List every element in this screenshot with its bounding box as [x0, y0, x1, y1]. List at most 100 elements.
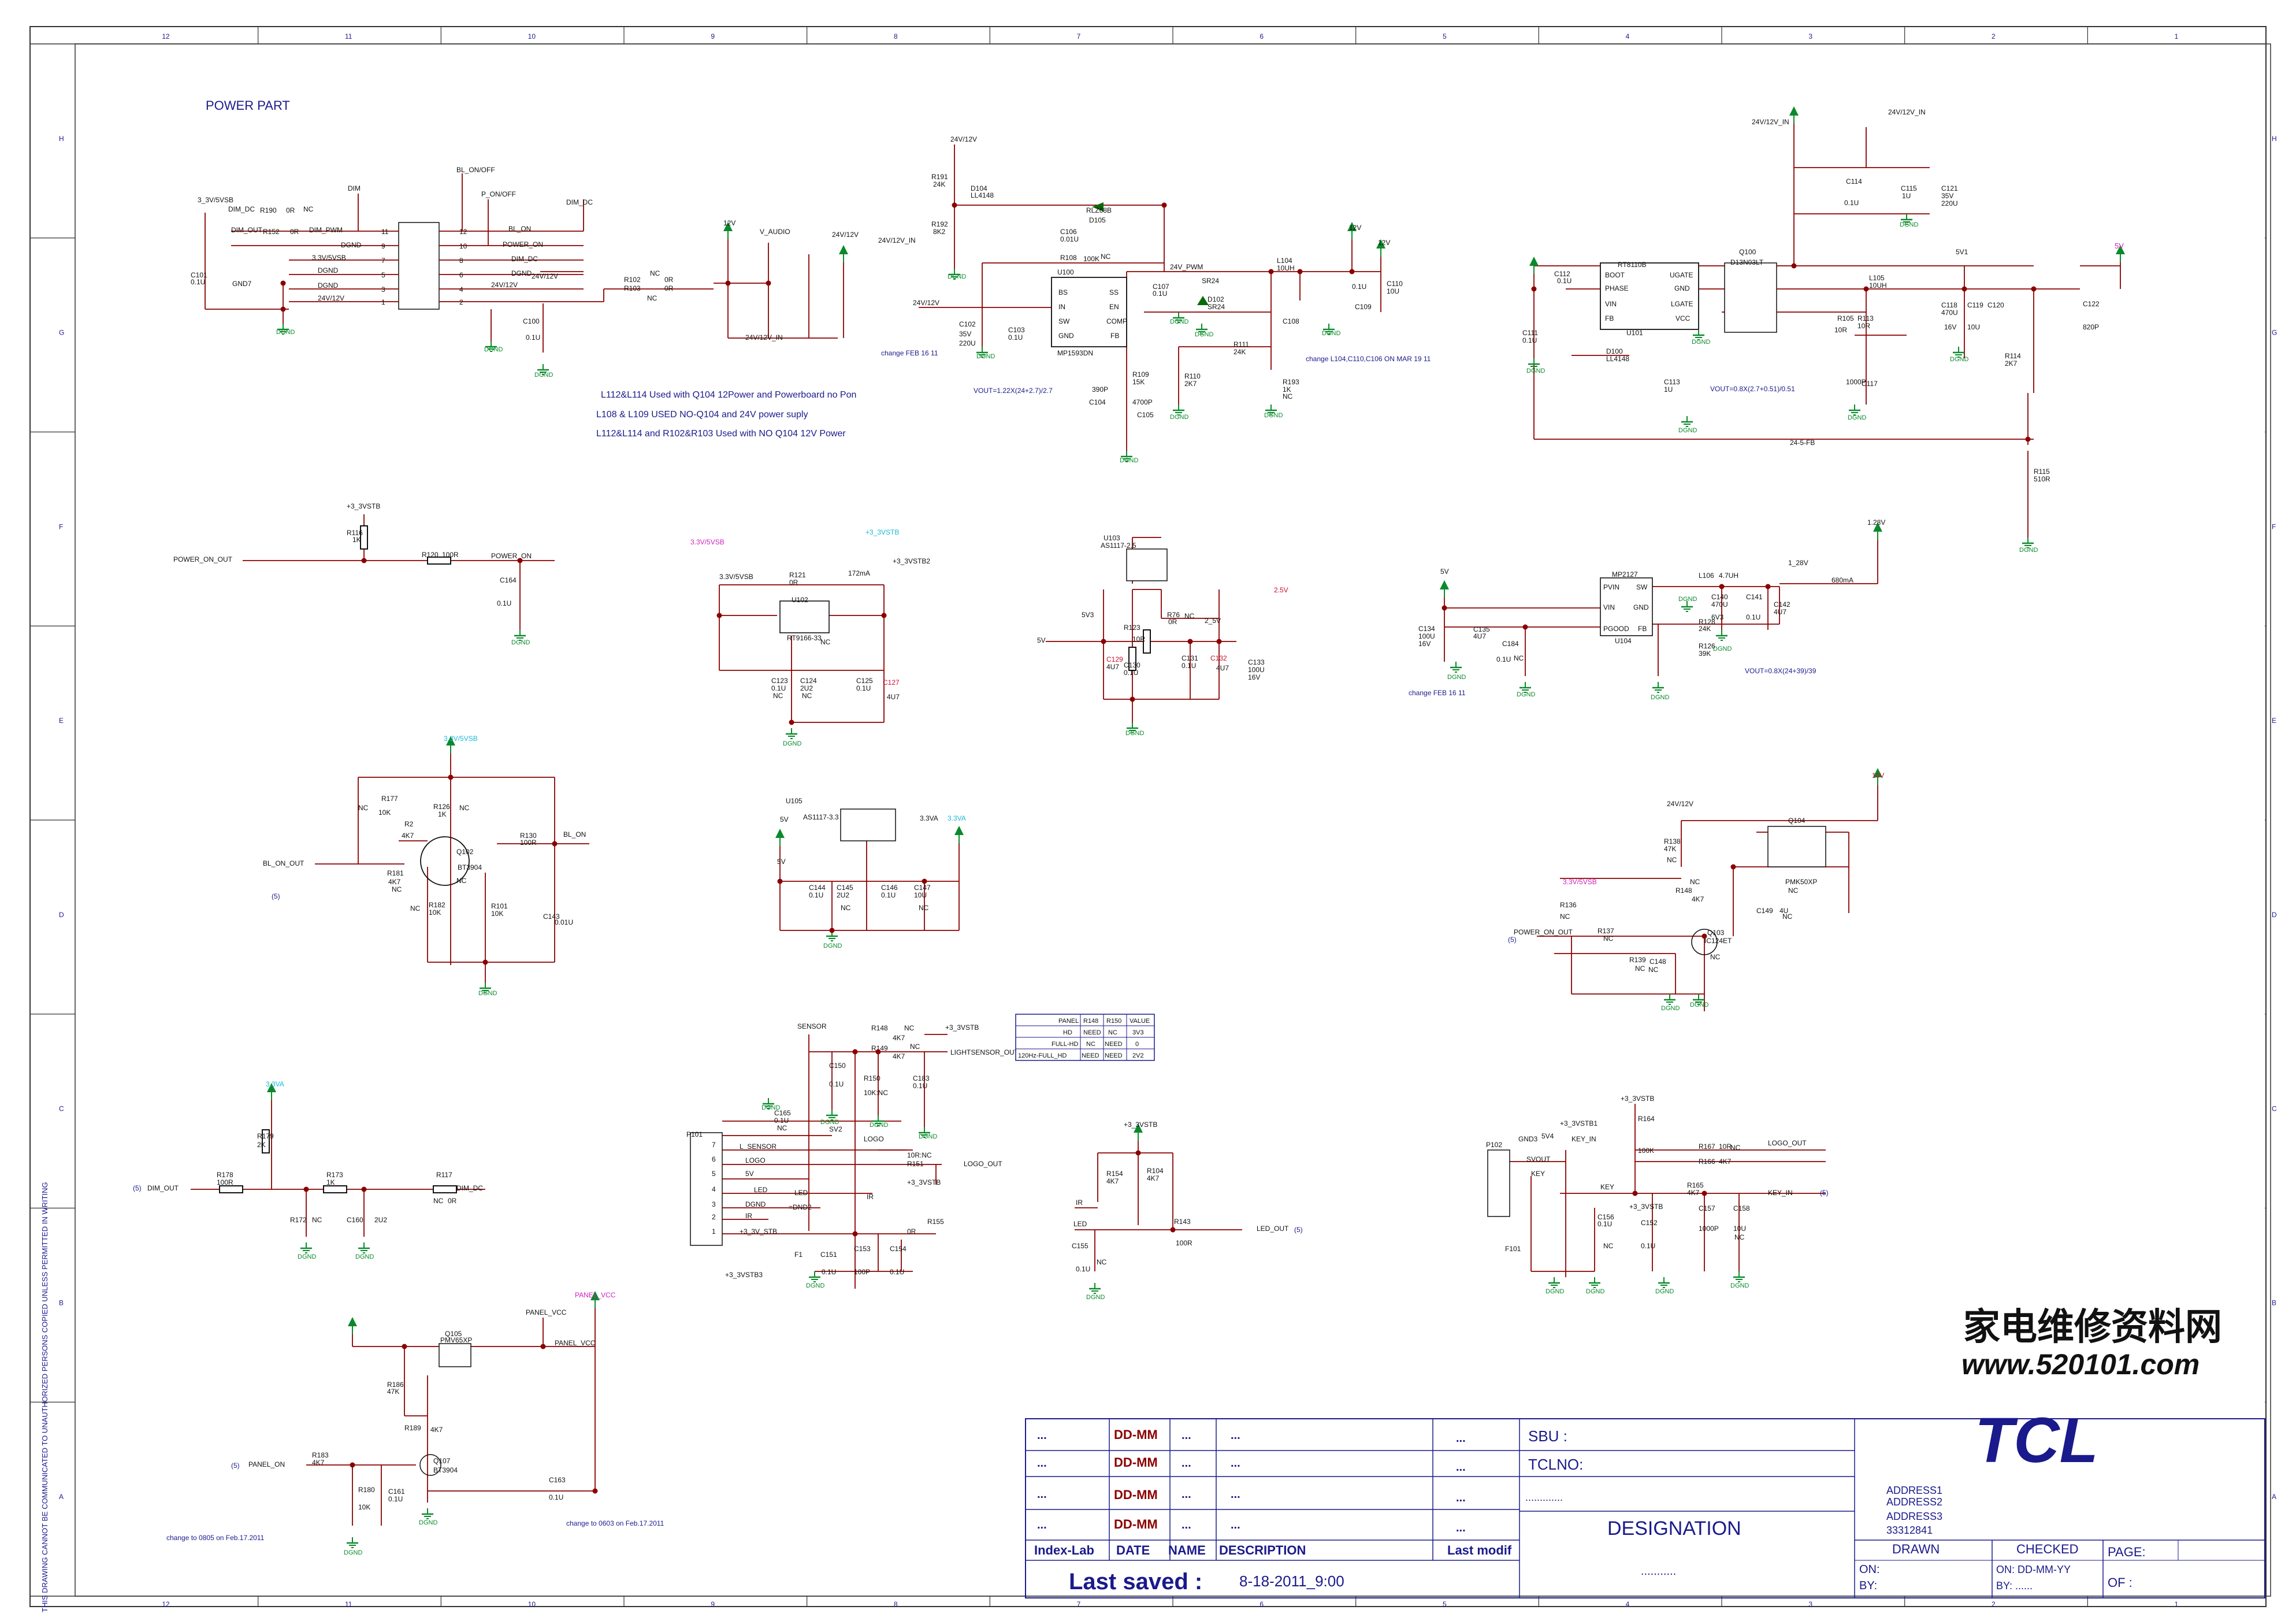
svg-text:0.1U: 0.1U [1182, 662, 1196, 670]
dim-out-block [191, 1092, 485, 1237]
svg-text:D102: D102 [1208, 295, 1224, 303]
svg-text:R177: R177 [381, 795, 398, 803]
svg-text:PANEL: PANEL [1058, 1018, 1079, 1025]
note-change-0805: change to 0805 on Feb.17.2011 [166, 1534, 265, 1542]
svg-text:0.1U: 0.1U [1153, 290, 1167, 298]
q104-block [1537, 777, 1878, 1011]
svg-text:0.1U: 0.1U [497, 599, 511, 607]
column-marker: 3 [1808, 32, 1812, 40]
svg-text:8: 8 [459, 257, 463, 265]
svg-text:100K: 100K [1638, 1147, 1654, 1155]
mp1593-labels: U100 MP1593DN 24V/12V 24V/12V 24V_PWM 12… [913, 135, 1403, 419]
svg-text:5V: 5V [1037, 636, 1046, 644]
svg-text:4K7: 4K7 [402, 832, 414, 840]
svg-text:DGND: DGND [1730, 1282, 1749, 1289]
svg-text:4K7: 4K7 [430, 1426, 443, 1434]
svg-text:C124: C124 [800, 677, 817, 685]
svg-text:R150: R150 [864, 1074, 880, 1082]
svg-text:L_SENSOR: L_SENSOR [740, 1143, 777, 1151]
svg-text:R193: R193 [1283, 378, 1299, 386]
svg-text:0.1U: 0.1U [890, 1268, 904, 1276]
svg-text:DGND: DGND [761, 1104, 780, 1111]
svg-text:3.3V/5VSB: 3.3V/5VSB [444, 735, 478, 743]
title-block-text: ... ... ... ... DD-MM DD-MM DD-MM DD-MM … [1034, 1405, 2146, 1594]
svg-text:10K:NC: 10K:NC [864, 1089, 888, 1097]
row-marker: E [59, 717, 64, 725]
svg-text:220U: 220U [1941, 199, 1958, 207]
svg-text:C152: C152 [1641, 1219, 1658, 1227]
svg-text:24V/12V_IN: 24V/12V_IN [1888, 108, 1926, 116]
svg-text:24V/12V_IN: 24V/12V_IN [1752, 118, 1789, 126]
row-marker: G [2272, 329, 2277, 337]
svg-text:R190: R190 [260, 206, 277, 214]
svg-text:R191: R191 [931, 173, 948, 181]
svg-text:4U7: 4U7 [887, 693, 900, 701]
svg-text:NC: NC [802, 692, 812, 700]
svg-text:6: 6 [712, 1155, 716, 1163]
svg-text:R121: R121 [789, 571, 806, 579]
svg-text:DGND: DGND [1651, 694, 1669, 701]
svg-text:DGND: DGND [1678, 427, 1697, 434]
svg-text:3.3V/5VSB: 3.3V/5VSB [312, 254, 346, 262]
svg-text:100R: 100R [520, 839, 537, 847]
svg-text:+3_3VSTB: +3_3VSTB [347, 502, 380, 510]
svg-text:...: ... [1182, 1457, 1191, 1470]
svg-text:NC: NC [1730, 1144, 1741, 1152]
svg-text:DIM_OUT: DIM_OUT [231, 226, 263, 234]
svg-text:220U: 220U [959, 339, 976, 347]
svg-text:NEED: NEED [1105, 1041, 1123, 1048]
note-vout1: VOUT=1.22X(24+2.7)/2.7 [974, 387, 1053, 395]
row-marker: G [59, 329, 64, 337]
svg-text:+3_3VSTB: +3_3VSTB [865, 528, 899, 536]
column-marker: 9 [711, 32, 715, 40]
svg-text:24V/12V: 24V/12V [491, 281, 518, 289]
svg-text:BT3904: BT3904 [458, 863, 482, 871]
svg-text:DGND: DGND [1086, 1294, 1105, 1301]
svg-text:5V: 5V [745, 1170, 754, 1178]
svg-text:R126: R126 [1699, 642, 1715, 650]
svg-text:DGND: DGND [870, 1122, 888, 1129]
svg-text:470U: 470U [1711, 600, 1728, 609]
svg-text:R123: R123 [1124, 624, 1140, 632]
svg-text:PHASE: PHASE [1605, 284, 1629, 292]
svg-text:NC: NC [1603, 934, 1614, 943]
svg-text:Q100: Q100 [1739, 248, 1756, 256]
svg-text:C133: C133 [1248, 658, 1265, 666]
svg-text:PANEL_VCC: PANEL_VCC [555, 1339, 596, 1347]
svg-text:4: 4 [712, 1185, 716, 1193]
svg-text:C143: C143 [543, 912, 560, 921]
svg-text:GND: GND [1674, 284, 1690, 292]
svg-text:10UH: 10UH [1869, 281, 1887, 290]
svg-text:0.1U: 0.1U [829, 1080, 844, 1088]
svg-text:R148: R148 [1083, 1018, 1098, 1025]
svg-text:R110: R110 [1184, 372, 1201, 380]
svg-text:5V4: 5V4 [1541, 1132, 1554, 1140]
svg-text:C157: C157 [1699, 1204, 1715, 1212]
svg-text:C118: C118 [1941, 301, 1957, 309]
svg-text:24V/12V: 24V/12V [318, 294, 344, 302]
svg-text:COMP: COMP [1106, 317, 1127, 325]
svg-text:820P: 820P [2083, 323, 2099, 331]
as1117-25-block [1046, 537, 1236, 722]
svg-text:7: 7 [381, 257, 385, 265]
svg-text:24V/12V: 24V/12V [1667, 800, 1693, 808]
svg-text:NC: NC [1667, 856, 1677, 864]
svg-text:R130: R130 [520, 832, 537, 840]
svg-text:(5): (5) [133, 1184, 142, 1192]
svg-text:L105: L105 [1869, 274, 1885, 282]
svg-text:LOGO_OUT: LOGO_OUT [1768, 1139, 1807, 1147]
svg-text:100K: 100K [1083, 255, 1099, 263]
svg-text:DGND: DGND [318, 281, 339, 290]
svg-text:R111: R111 [1234, 340, 1249, 348]
svg-text:MP2127: MP2127 [1612, 570, 1638, 578]
svg-text:C127: C127 [883, 678, 900, 687]
svg-text:UGATE: UGATE [1670, 271, 1693, 279]
svg-text:3.3VA: 3.3VA [948, 814, 966, 822]
svg-text:C115: C115 [1901, 184, 1917, 192]
svg-text:(5): (5) [1820, 1189, 1829, 1197]
svg-text:24V/12V: 24V/12V [532, 272, 558, 280]
svg-text:NEED: NEED [1105, 1052, 1123, 1059]
svg-text:2: 2 [459, 298, 463, 306]
svg-text:4U7: 4U7 [1106, 663, 1119, 671]
svg-text:8-18-2011_9:00: 8-18-2011_9:00 [1239, 1572, 1344, 1590]
